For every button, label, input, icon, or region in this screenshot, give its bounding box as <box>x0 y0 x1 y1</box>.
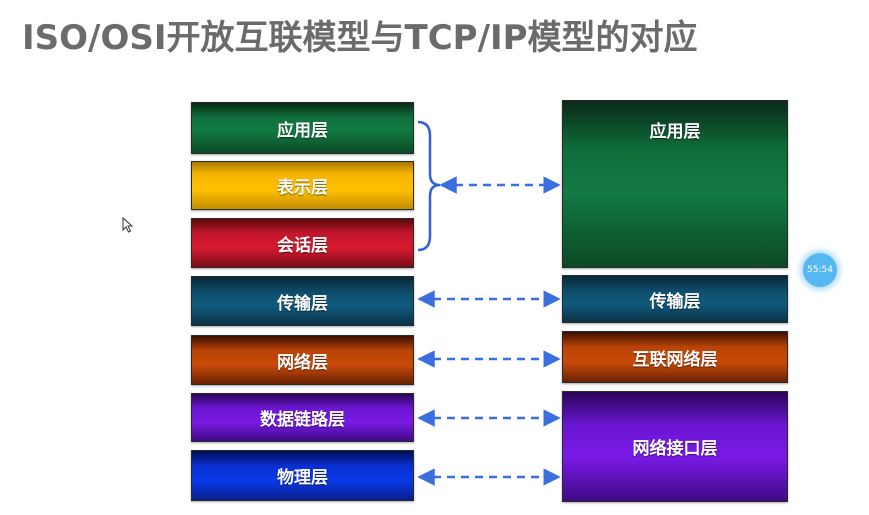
osi-presentation-layer: 表示层 <box>191 161 414 210</box>
tcpip-network-interface-layer: 网络接口层 <box>562 391 788 502</box>
osi-transport-layer: 传输层 <box>191 276 414 326</box>
osi-datalink-layer: 数据链路层 <box>191 393 414 442</box>
tcpip-application-layer: 应用层 <box>562 100 788 268</box>
osi-application-layer: 应用层 <box>191 102 414 154</box>
tcpip-transport-layer: 传输层 <box>562 275 788 323</box>
timer-badge[interactable]: 55:54 <box>803 253 837 287</box>
page-title: ISO/OSI开放互联模型与TCP/IP模型的对应 <box>22 18 698 58</box>
mouse-cursor-icon <box>122 217 134 233</box>
osi-network-layer: 网络层 <box>191 335 414 385</box>
osi-session-layer: 会话层 <box>191 218 414 268</box>
curly-brace <box>417 120 441 252</box>
tcpip-internet-layer: 互联网络层 <box>562 331 788 383</box>
osi-physical-layer: 物理层 <box>191 450 414 501</box>
